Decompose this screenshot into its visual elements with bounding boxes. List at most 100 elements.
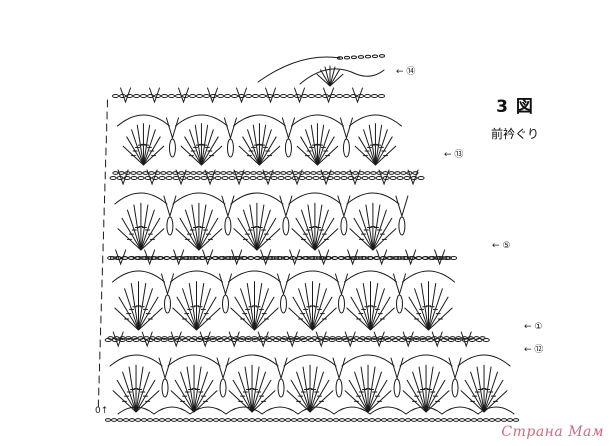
chain-stitch xyxy=(464,418,472,422)
chain-stitch xyxy=(482,418,490,422)
fan-arch xyxy=(172,192,226,205)
chain-stitch xyxy=(384,338,392,342)
chain-stitch xyxy=(371,54,379,59)
picot-loop xyxy=(219,378,227,398)
chain-stitch xyxy=(355,256,362,260)
bottom-arch xyxy=(297,406,335,415)
v-stitch xyxy=(165,117,179,140)
chain-stitch xyxy=(154,171,161,175)
chain-stitch xyxy=(429,256,437,260)
chain-stitch xyxy=(240,256,248,260)
picot-loop xyxy=(340,216,348,236)
chain-stitch xyxy=(247,256,255,260)
chain-stitch xyxy=(320,418,328,422)
chain-stitch xyxy=(128,256,136,260)
chain-stitch xyxy=(147,94,155,98)
chain-stitch xyxy=(168,94,176,98)
chain-stitch xyxy=(419,336,426,340)
v-stitch xyxy=(335,273,348,296)
chain-stitch xyxy=(242,176,250,180)
chain-stitch xyxy=(343,94,351,98)
chain-stitch xyxy=(263,176,271,180)
chain-stitch xyxy=(335,338,343,342)
chain-stitch xyxy=(482,338,490,342)
chain-stitch xyxy=(388,171,395,175)
v-stitch xyxy=(223,117,237,140)
chain-stitch xyxy=(455,336,462,340)
fan-stitch xyxy=(324,66,331,87)
chain-stitch xyxy=(308,94,316,98)
chain-stitch xyxy=(237,338,245,342)
chain-stitch xyxy=(368,418,376,422)
chain-stitch xyxy=(310,171,317,175)
chain-stitch xyxy=(239,336,246,340)
chain-stitch xyxy=(279,338,287,342)
chain-stitch xyxy=(116,418,124,422)
v-stitch xyxy=(315,331,327,348)
chain-stitch xyxy=(229,256,236,260)
start-marker: 0↑ xyxy=(95,406,109,416)
fan-arch xyxy=(228,270,281,283)
chain-stitch xyxy=(370,171,377,175)
chain-stitch xyxy=(233,256,241,260)
chain-stitch xyxy=(280,171,287,175)
chain-stitch xyxy=(121,256,129,260)
chain-stitch xyxy=(335,336,342,340)
chain-stitch xyxy=(207,176,215,180)
neck-fan xyxy=(299,68,385,85)
chain-stitch xyxy=(374,418,382,422)
v-stitch xyxy=(376,249,388,266)
chain-stitch xyxy=(134,418,142,422)
picot-loop xyxy=(284,138,292,158)
chain-stitch xyxy=(366,256,374,260)
figure-subtitle: 前衿ぐり xyxy=(490,127,539,141)
fan-arch xyxy=(116,114,170,127)
chain-stitch xyxy=(166,171,173,175)
chain-stitch xyxy=(109,176,117,180)
chain-stitch xyxy=(230,418,238,422)
chain-stitch xyxy=(136,171,143,175)
v-stitch xyxy=(339,117,353,140)
chain-stitch xyxy=(347,176,355,180)
chain-stitch xyxy=(386,418,394,422)
chain-stitch xyxy=(209,338,217,342)
fan-arch xyxy=(402,270,455,283)
chain-stitch xyxy=(338,256,346,260)
chain-stitch xyxy=(182,418,190,422)
v-stitch xyxy=(228,331,240,348)
chain-stitch xyxy=(334,171,341,175)
chain-stitch xyxy=(300,338,308,342)
chain-stitch xyxy=(226,256,234,260)
v-stitch xyxy=(460,331,472,348)
chain-stitch xyxy=(219,256,227,260)
fan-arch xyxy=(167,354,221,367)
chain-stitch xyxy=(422,418,430,422)
row-marker-13: ← ⑬ xyxy=(444,150,464,160)
chain-stitch xyxy=(377,336,384,340)
chain-stitch xyxy=(140,94,148,98)
chain-stitch xyxy=(242,418,250,422)
v-stitch xyxy=(161,273,174,296)
picot-loop xyxy=(451,378,459,398)
chain-stitch xyxy=(506,418,514,422)
fan-arch xyxy=(170,270,223,283)
chain-stitch xyxy=(287,94,295,98)
chain-stitch xyxy=(262,171,269,175)
chain-stitch xyxy=(324,256,332,260)
chain-stitch xyxy=(148,171,155,175)
chain-stitch xyxy=(273,94,281,98)
chain-stitch xyxy=(440,338,448,342)
chain-stitch xyxy=(449,336,456,340)
chain-stitch xyxy=(398,338,406,342)
picot-loop xyxy=(393,378,401,398)
picot-loop xyxy=(222,294,229,314)
v-stitch xyxy=(112,331,124,348)
picot-loop xyxy=(168,138,176,158)
chain-stitch xyxy=(281,336,288,340)
chain-stitch xyxy=(181,338,189,342)
bottom-arch xyxy=(189,406,227,415)
chain-stitch xyxy=(439,256,446,260)
chain-stitch xyxy=(256,171,263,175)
chain-stitch xyxy=(302,418,310,422)
chain-stitch xyxy=(363,338,371,342)
